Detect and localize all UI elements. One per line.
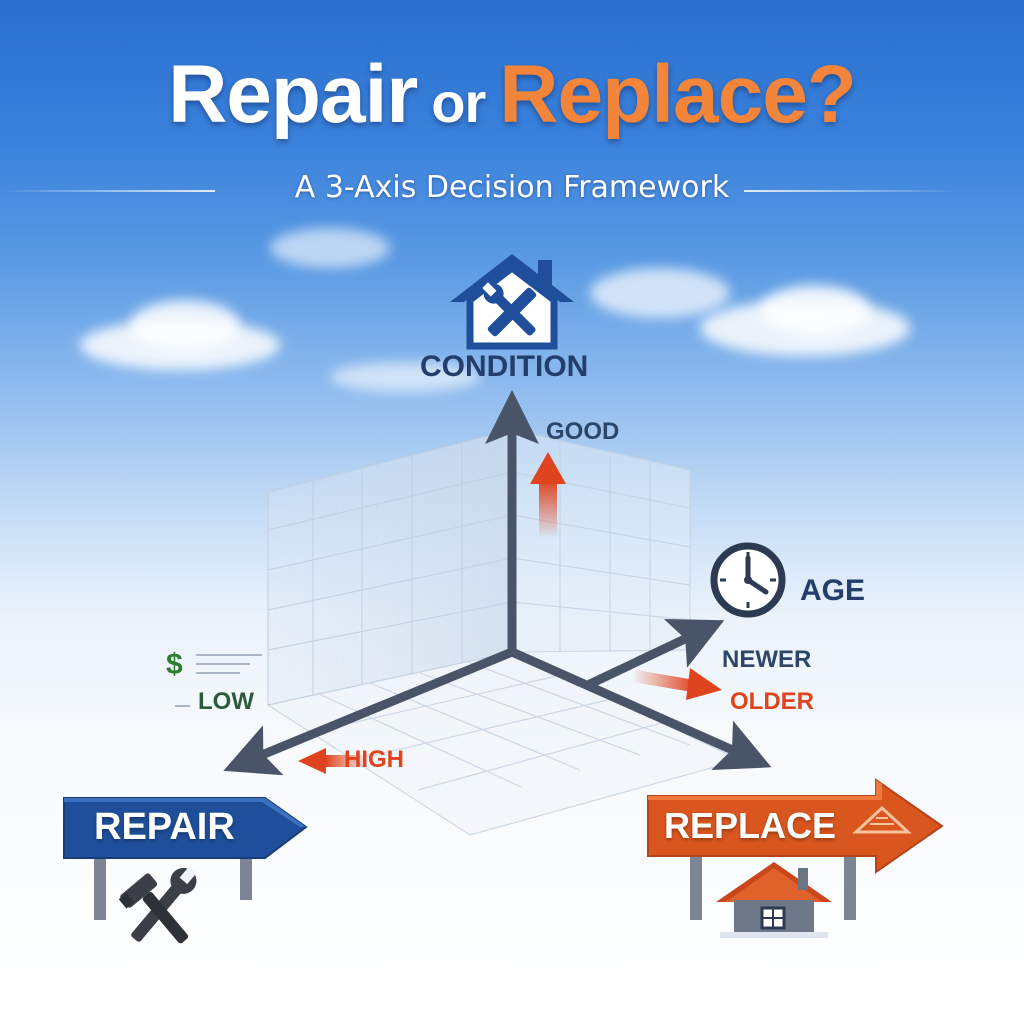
title-repair-word: Repair: [168, 49, 418, 140]
replace-sign-label: REPLACE: [664, 805, 837, 846]
house-tools-icon: [450, 254, 574, 350]
right-grid-wall: [511, 429, 691, 653]
title-or-word: or: [431, 71, 486, 134]
subtitle-rule-left: [0, 190, 215, 192]
repair-sign-label: REPAIR: [94, 806, 235, 848]
age-axis: [585, 619, 725, 689]
newer-label: NEWER: [722, 646, 812, 673]
axes: [223, 390, 772, 776]
repair-sign-board: [63, 797, 308, 920]
cloud: [270, 228, 390, 268]
subtitle: A 3-Axis Decision Framework: [294, 170, 730, 205]
cost-speed-lines: [175, 654, 262, 707]
high-label: HIGH: [344, 746, 404, 773]
high-direction-arrow: [298, 748, 370, 774]
good-label: GOOD: [546, 418, 620, 445]
clock-icon: [710, 542, 786, 618]
outcome-axis: [507, 647, 772, 771]
small-roof-icon: [852, 805, 912, 834]
cost-symbol: $: [166, 648, 183, 681]
low-label: LOW: [198, 688, 254, 715]
age-axis-label: AGE: [800, 574, 866, 607]
cloud: [330, 362, 480, 392]
cost-axis: [223, 647, 517, 776]
subtitle-rule-right: [744, 190, 959, 192]
condition-axis-label: CONDITION: [420, 350, 589, 383]
cloud: [590, 268, 730, 318]
replace-sign-board: [647, 778, 944, 920]
title-replace-word: Replace?: [499, 49, 857, 140]
cloud: [130, 300, 240, 350]
hammer-wrench-icon: [118, 866, 197, 944]
house-icon: [716, 862, 832, 938]
good-direction-arrow: [530, 452, 566, 538]
older-label: OLDER: [730, 688, 814, 715]
older-direction-arrow: [632, 668, 722, 700]
cloud: [760, 285, 870, 335]
left-grid-wall: [267, 429, 513, 706]
